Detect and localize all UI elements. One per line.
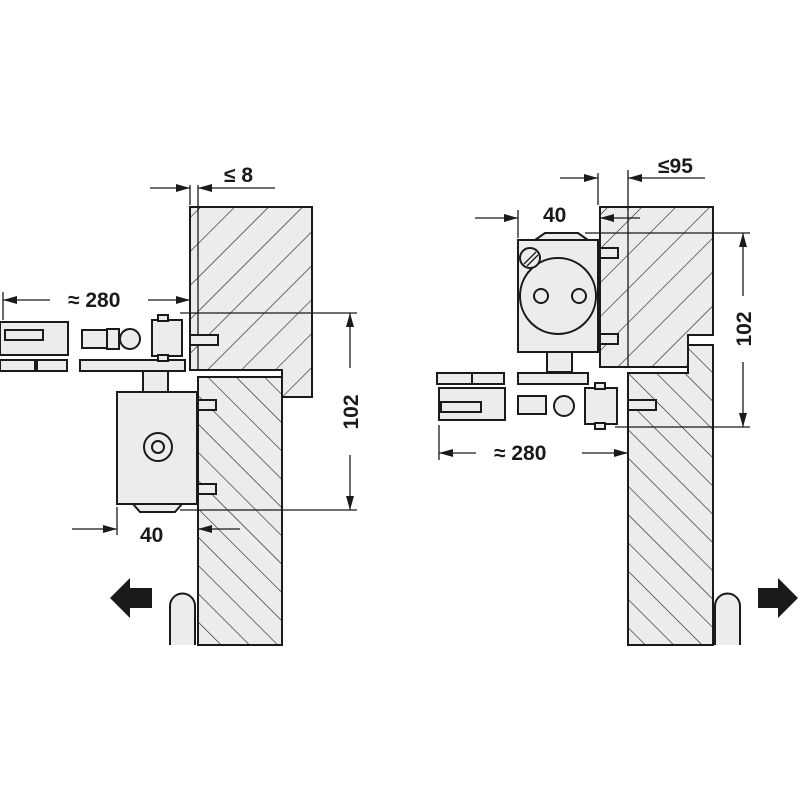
left-body-depth-label: 40 bbox=[140, 524, 163, 547]
right-view: ≤95 40 102 ≈ 280 bbox=[436, 155, 798, 646]
closer-body bbox=[116, 369, 198, 513]
left-height-label: 102 bbox=[340, 394, 363, 429]
door-leaf bbox=[627, 344, 714, 646]
right-arm-length-label: ≈ 280 bbox=[494, 442, 546, 465]
left-dimensions: ≤ 8 ≈ 280 102 40 bbox=[2, 164, 363, 547]
left-arm-length-label: ≈ 280 bbox=[68, 289, 120, 312]
right-height-label: 102 bbox=[733, 311, 756, 346]
closer-body bbox=[517, 232, 599, 373]
left-view: ≤ 8 ≈ 280 102 40 bbox=[0, 164, 363, 646]
closer-arm bbox=[436, 372, 618, 430]
arrow-left-icon bbox=[110, 578, 152, 618]
door-leaf bbox=[197, 376, 283, 646]
floor-post bbox=[714, 592, 741, 645]
right-gap-label: ≤95 bbox=[658, 155, 693, 178]
closer-arm bbox=[0, 314, 186, 372]
arrow-right-icon bbox=[758, 578, 798, 618]
right-dimensions: ≤95 40 102 ≈ 280 bbox=[438, 155, 756, 465]
floor-post bbox=[169, 592, 196, 645]
door-frame bbox=[189, 206, 313, 398]
right-body-depth-label: 40 bbox=[543, 204, 566, 227]
left-gap-label: ≤ 8 bbox=[224, 164, 253, 187]
